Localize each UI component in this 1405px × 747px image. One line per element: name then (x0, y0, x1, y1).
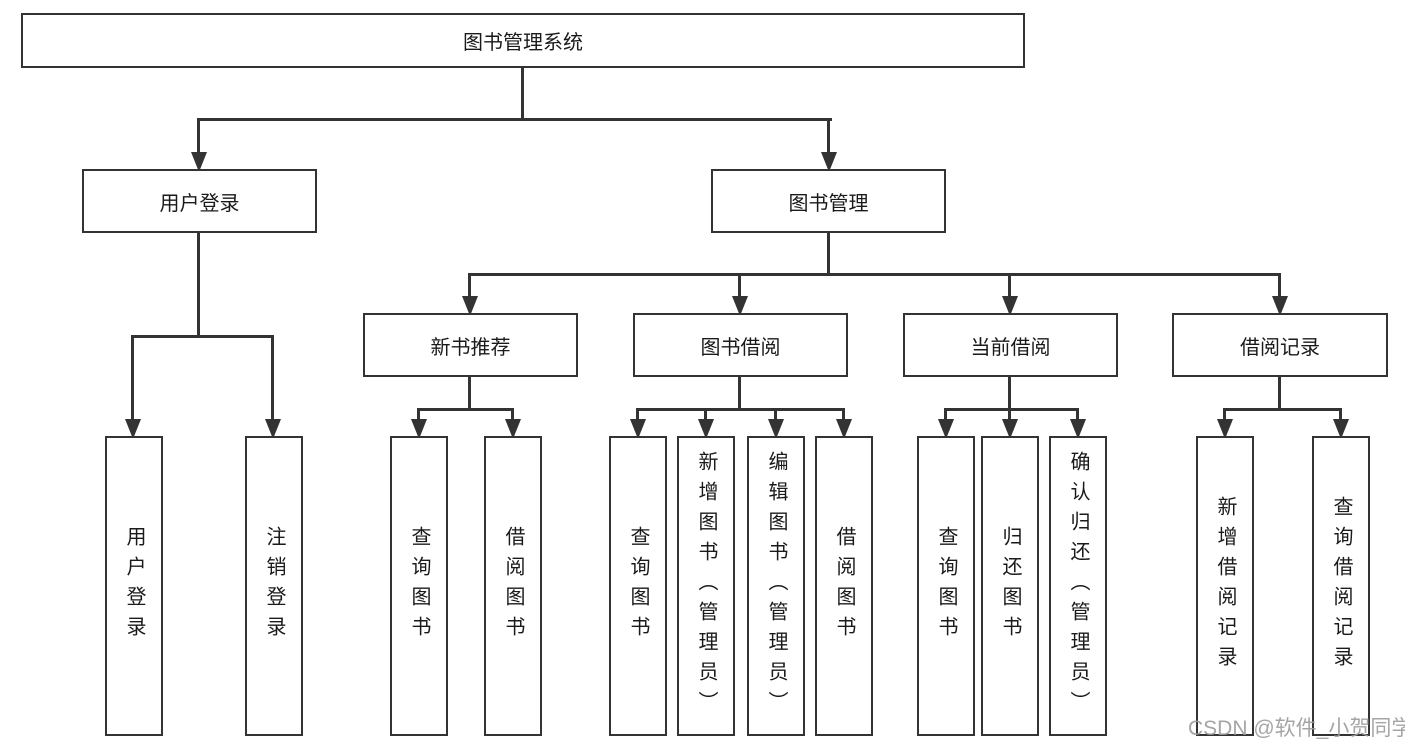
node-user-login: 用户登录 (82, 169, 317, 233)
node-label: 新书推荐 (430, 336, 511, 359)
leaf-label: 查询图书 (935, 526, 957, 646)
connector-book-management-branch (468, 273, 1281, 276)
node-new-book-recommend: 新书推荐 (363, 313, 578, 377)
leaf-label: 借阅图书 (833, 526, 855, 646)
arrowhead-down (630, 419, 646, 439)
leaf-label: 归还图书 (999, 526, 1021, 646)
leaf-label: 新增图书（管理员） (695, 451, 717, 721)
leaf-label: 确认归还（管理员） (1067, 451, 1089, 721)
leaf-query-books-borrowing: 查询图书 (609, 436, 667, 736)
connector-borrowing-records-stem (1278, 375, 1281, 410)
leaf-logout: 注销登录 (245, 436, 303, 736)
leaf-add-books-admin: 新增图书（管理员） (677, 436, 735, 736)
arrowhead-down (836, 419, 852, 439)
arrowhead-down (1272, 296, 1288, 316)
connector-shaft (417, 408, 420, 423)
arrowhead-down (1002, 419, 1018, 439)
leaf-add-borrow-record: 新增借阅记录 (1196, 436, 1254, 736)
arrowhead-down (1217, 419, 1233, 439)
leaf-return-books: 归还图书 (981, 436, 1039, 736)
node-borrowing-records: 借阅记录 (1172, 313, 1388, 377)
connector-new-book-branch (417, 408, 514, 411)
arrowhead-down (125, 419, 141, 439)
arrowhead-down (1002, 296, 1018, 316)
connector-shaft (704, 408, 707, 423)
arrowhead-down (1333, 419, 1349, 439)
leaf-label: 编辑图书（管理员） (765, 451, 787, 721)
arrowhead-down (411, 419, 427, 439)
leaf-label: 查询借阅记录 (1330, 496, 1352, 676)
node-book-borrowing: 图书借阅 (633, 313, 848, 377)
connector-shaft (1223, 408, 1226, 423)
node-book-management: 图书管理 (711, 169, 946, 233)
connector-new-book-stem (468, 375, 471, 410)
leaf-query-books-recommend: 查询图书 (390, 436, 448, 736)
leaf-label: 查询图书 (627, 526, 649, 646)
arrowhead-down (1070, 419, 1086, 439)
arrowhead-down (462, 296, 478, 316)
connector-current-borrowing-branch (944, 408, 1079, 411)
node-label: 图书管理系统 (463, 32, 583, 54)
connector-shaft (1339, 408, 1342, 423)
leaf-user-login: 用户登录 (105, 436, 163, 736)
connector-user-login-stem (197, 231, 200, 337)
leaf-label: 借阅图书 (502, 526, 524, 646)
node-label: 图书借阅 (700, 336, 781, 359)
leaf-borrow-books: 借阅图书 (815, 436, 873, 736)
connector-current-borrowing-stem (1008, 375, 1011, 410)
connector-shaft (468, 273, 471, 300)
node-current-borrowing: 当前借阅 (903, 313, 1118, 377)
node-label: 用户登录 (159, 192, 240, 215)
connector-book-borrowing-stem (738, 375, 741, 410)
leaf-label: 查询图书 (408, 526, 430, 646)
connector-shaft (1008, 408, 1011, 423)
connector-shaft (131, 335, 134, 423)
leaf-query-borrow-record: 查询借阅记录 (1312, 436, 1370, 736)
connector-shaft (1076, 408, 1079, 423)
connector-book-management-stem (827, 231, 830, 275)
leaf-borrow-books-recommend: 借阅图书 (484, 436, 542, 736)
connector-shaft (842, 408, 845, 423)
arrowhead-down (265, 419, 281, 439)
node-label: 当前借阅 (970, 336, 1051, 359)
csdn-watermark: CSDN @软件_小贺同学 (1188, 717, 1405, 740)
arrowhead-down (938, 419, 954, 439)
leaf-edit-books-admin: 编辑图书（管理员） (747, 436, 805, 736)
arrowhead-down (698, 419, 714, 439)
connector-shaft (944, 408, 947, 423)
arrowhead-down (768, 419, 784, 439)
connector-shaft (636, 408, 639, 423)
connector-shaft (271, 335, 274, 423)
node-label: 图书管理 (788, 192, 869, 215)
arrowhead-down (732, 296, 748, 316)
leaf-label: 用户登录 (123, 526, 145, 646)
leaf-query-books-current: 查询图书 (917, 436, 975, 736)
connector-shaft (774, 408, 777, 423)
connector-root-branch (197, 118, 832, 121)
node-label: 借阅记录 (1240, 336, 1320, 359)
connector-borrowing-records-branch (1223, 408, 1342, 411)
arrowhead-down (191, 152, 207, 172)
connector-root-stem (521, 66, 524, 120)
arrowhead-down (505, 419, 521, 439)
leaf-confirm-return-admin: 确认归还（管理员） (1049, 436, 1107, 736)
leaf-label: 注销登录 (263, 526, 285, 646)
connector-user-login-branch (131, 335, 274, 338)
connector-shaft (511, 408, 514, 423)
arrowhead-down (821, 152, 837, 172)
connector-shaft (197, 118, 200, 156)
connector-book-borrowing-branch (636, 408, 845, 411)
leaf-label: 新增借阅记录 (1214, 496, 1236, 676)
node-library-management-system: 图书管理系统 (21, 13, 1025, 68)
connector-shaft (827, 118, 830, 156)
connector-shaft (1278, 273, 1281, 300)
connector-shaft (1008, 273, 1011, 300)
connector-shaft (738, 273, 741, 300)
